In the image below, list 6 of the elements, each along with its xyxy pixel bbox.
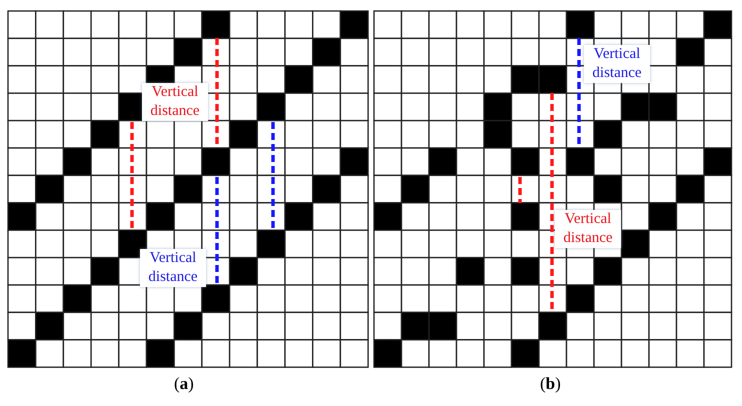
panel-label: (a) [174, 374, 194, 394]
dimension-label: Vertical distance [142, 83, 208, 121]
dimension-label: Vertical distance [555, 210, 621, 248]
dimension-label: Vertical distance [140, 249, 206, 287]
dimension-label: Vertical distance [584, 45, 650, 83]
panel-label: (b) [540, 374, 561, 394]
